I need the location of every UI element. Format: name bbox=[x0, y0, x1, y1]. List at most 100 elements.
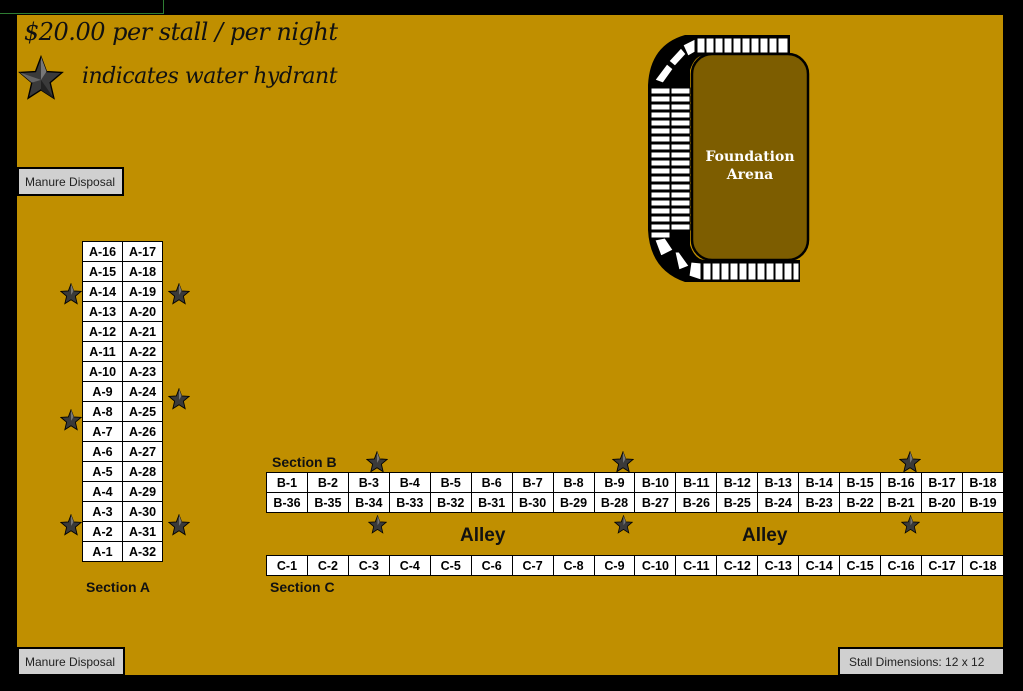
stall[interactable]: B-8 bbox=[552, 472, 595, 493]
stall[interactable]: A-21 bbox=[122, 321, 163, 342]
stall[interactable]: A-29 bbox=[122, 481, 163, 502]
stall[interactable]: B-13 bbox=[757, 472, 800, 493]
stall[interactable]: A-12 bbox=[82, 321, 123, 342]
stall[interactable]: A-10 bbox=[82, 361, 123, 382]
stall[interactable]: A-8 bbox=[82, 401, 123, 422]
stall[interactable]: B-9 bbox=[593, 472, 636, 493]
stall[interactable]: A-16 bbox=[82, 241, 123, 262]
stall[interactable]: B-25 bbox=[716, 492, 759, 513]
stall[interactable]: B-24 bbox=[757, 492, 800, 513]
manure-disposal-bottom-button[interactable]: Manure Disposal bbox=[17, 647, 125, 676]
arena-label-line2: Arena bbox=[726, 167, 774, 183]
stall[interactable]: A-26 bbox=[122, 421, 163, 442]
stall[interactable]: A-4 bbox=[82, 481, 123, 502]
stall[interactable]: C-13 bbox=[757, 555, 800, 576]
stall[interactable]: C-8 bbox=[552, 555, 595, 576]
stall[interactable]: B-26 bbox=[675, 492, 718, 513]
stall[interactable]: B-19 bbox=[961, 492, 1005, 513]
stall[interactable]: B-21 bbox=[880, 492, 922, 513]
stall[interactable]: A-13 bbox=[82, 301, 123, 322]
stall[interactable]: A-6 bbox=[82, 441, 123, 462]
stall[interactable]: B-33 bbox=[388, 492, 431, 513]
stall[interactable]: A-30 bbox=[122, 501, 163, 522]
stall[interactable]: B-16 bbox=[880, 472, 922, 493]
stall[interactable]: C-1 bbox=[266, 555, 308, 576]
legend-text: indicates water hydrant bbox=[82, 64, 338, 89]
stall[interactable]: B-11 bbox=[675, 472, 718, 493]
stall[interactable]: B-34 bbox=[347, 492, 390, 513]
stall[interactable]: B-12 bbox=[716, 472, 759, 493]
stall[interactable]: B-14 bbox=[798, 472, 841, 493]
stall[interactable]: A-3 bbox=[82, 501, 123, 522]
stall[interactable]: A-32 bbox=[122, 541, 163, 562]
stall[interactable]: B-28 bbox=[593, 492, 636, 513]
stall[interactable]: B-17 bbox=[921, 472, 963, 493]
stall[interactable]: B-36 bbox=[266, 492, 308, 513]
stall[interactable]: C-12 bbox=[716, 555, 759, 576]
stall[interactable]: C-18 bbox=[961, 555, 1005, 576]
stall[interactable]: B-1 bbox=[266, 472, 308, 493]
stall[interactable]: B-3 bbox=[347, 472, 390, 493]
alley-label: Alley bbox=[460, 525, 506, 546]
stall[interactable]: B-32 bbox=[429, 492, 472, 513]
stall[interactable]: A-24 bbox=[122, 381, 163, 402]
stall[interactable]: C-4 bbox=[388, 555, 431, 576]
stall[interactable]: A-1 bbox=[82, 541, 123, 562]
stall[interactable]: A-11 bbox=[82, 341, 123, 362]
stall[interactable]: C-7 bbox=[511, 555, 554, 576]
stall[interactable]: B-20 bbox=[921, 492, 963, 513]
stall[interactable]: A-27 bbox=[122, 441, 163, 462]
stall[interactable]: C-14 bbox=[798, 555, 841, 576]
stall[interactable]: B-6 bbox=[470, 472, 513, 493]
stall[interactable]: C-10 bbox=[634, 555, 677, 576]
stall[interactable]: A-14 bbox=[82, 281, 123, 302]
stall[interactable]: C-16 bbox=[880, 555, 922, 576]
stall[interactable]: A-23 bbox=[122, 361, 163, 382]
hydrant-star-icon bbox=[60, 514, 82, 536]
stall[interactable]: B-18 bbox=[961, 472, 1005, 493]
stall[interactable]: C-6 bbox=[470, 555, 513, 576]
stall[interactable]: C-5 bbox=[429, 555, 472, 576]
star-icon bbox=[18, 55, 64, 101]
stall[interactable]: A-15 bbox=[82, 261, 123, 282]
stall[interactable]: B-7 bbox=[511, 472, 554, 493]
stall[interactable]: B-35 bbox=[306, 492, 349, 513]
stall[interactable]: B-22 bbox=[839, 492, 882, 513]
stall[interactable]: A-22 bbox=[122, 341, 163, 362]
stall[interactable]: C-17 bbox=[921, 555, 963, 576]
hydrant-star-icon bbox=[899, 451, 921, 473]
stall[interactable]: B-2 bbox=[306, 472, 349, 493]
stall[interactable]: A-17 bbox=[122, 241, 163, 262]
stall[interactable]: B-30 bbox=[511, 492, 554, 513]
stall[interactable]: B-4 bbox=[388, 472, 431, 493]
stall[interactable]: B-23 bbox=[798, 492, 841, 513]
stall[interactable]: C-3 bbox=[347, 555, 390, 576]
stall[interactable]: B-29 bbox=[552, 492, 595, 513]
stall[interactable]: C-2 bbox=[306, 555, 349, 576]
stall[interactable]: B-27 bbox=[634, 492, 677, 513]
stall[interactable]: A-20 bbox=[122, 301, 163, 322]
stall[interactable]: A-9 bbox=[82, 381, 123, 402]
stall[interactable]: A-2 bbox=[82, 521, 123, 542]
stall[interactable]: C-11 bbox=[675, 555, 718, 576]
manure-disposal-top-button[interactable]: Manure Disposal bbox=[17, 167, 124, 196]
stall[interactable]: C-15 bbox=[839, 555, 882, 576]
stall[interactable]: A-31 bbox=[122, 521, 163, 542]
stall[interactable]: B-5 bbox=[429, 472, 472, 493]
stall[interactable]: A-28 bbox=[122, 461, 163, 482]
arena-label: Foundation Arena bbox=[692, 148, 808, 184]
stall[interactable]: B-10 bbox=[634, 472, 677, 493]
section-b-label: Section B bbox=[272, 454, 337, 470]
stall[interactable]: A-18 bbox=[122, 261, 163, 282]
stall[interactable]: A-25 bbox=[122, 401, 163, 422]
stall[interactable]: B-31 bbox=[470, 492, 513, 513]
stall[interactable]: A-5 bbox=[82, 461, 123, 482]
stall[interactable]: C-9 bbox=[593, 555, 636, 576]
stall[interactable]: A-19 bbox=[122, 281, 163, 302]
stall[interactable]: B-15 bbox=[839, 472, 882, 493]
stall[interactable]: A-7 bbox=[82, 421, 123, 442]
